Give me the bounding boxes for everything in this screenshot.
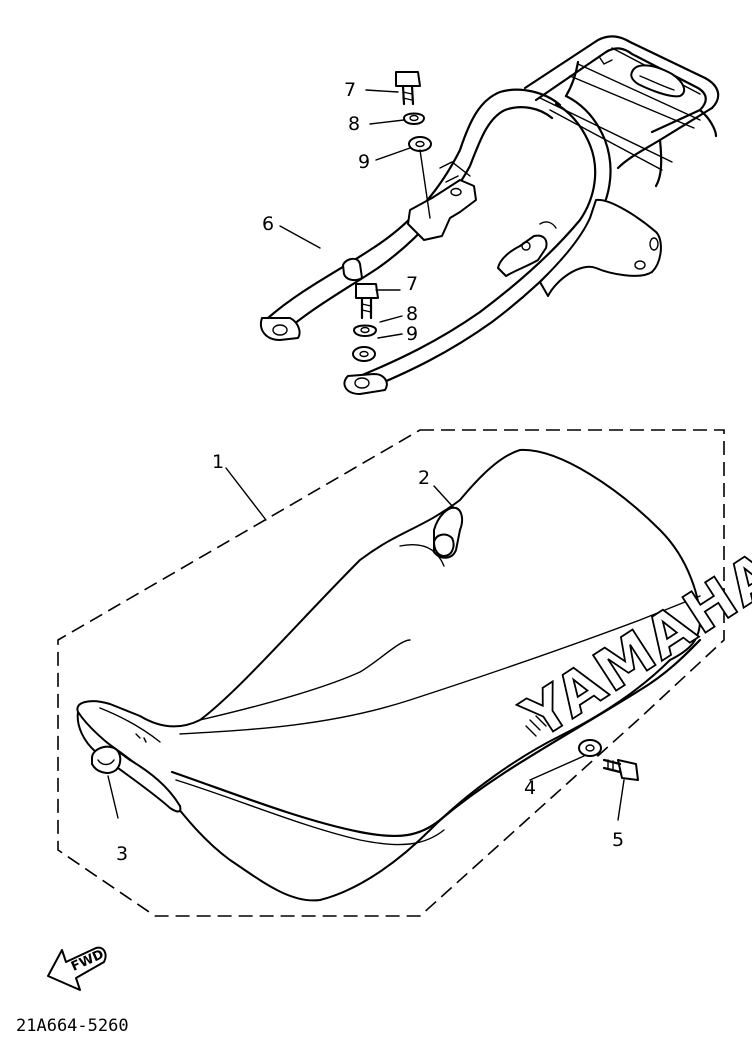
- rear-carrier: [260, 35, 720, 395]
- seat-washer: [578, 739, 602, 757]
- callout-7-upper: 7: [344, 79, 356, 101]
- upper-bolt: [395, 71, 421, 106]
- logo-hatch: [525, 715, 547, 737]
- callout-7-lower: 7: [406, 273, 418, 295]
- fwd-arrow-icon: FWD: [47, 946, 107, 991]
- upper-bolt-leader: [419, 149, 431, 219]
- leader-lines: [107, 89, 625, 821]
- seat-bolt: [602, 758, 639, 781]
- callout-3: 3: [116, 843, 128, 865]
- callout-5: 5: [612, 829, 624, 851]
- seat-assembly-boundary: [57, 429, 725, 917]
- upper-lockwasher: [403, 112, 425, 125]
- seat-clip: [433, 506, 464, 559]
- callout-1: 1: [212, 451, 224, 473]
- callout-2: 2: [418, 467, 430, 489]
- seat-damper: [91, 745, 122, 774]
- seat: [76, 448, 702, 902]
- lower-lockwasher: [353, 324, 377, 337]
- callout-9-lower: 9: [406, 323, 418, 345]
- callout-4: 4: [524, 777, 536, 799]
- lower-bolt: [355, 283, 379, 320]
- drawing-code: 21A664-5260: [16, 1016, 129, 1036]
- upper-washer: [408, 136, 432, 152]
- callout-9-upper: 9: [358, 151, 370, 173]
- lower-washer: [352, 346, 376, 362]
- callout-8-upper: 8: [348, 113, 360, 135]
- callout-6: 6: [262, 213, 274, 235]
- callout-8-lower: 8: [406, 303, 418, 325]
